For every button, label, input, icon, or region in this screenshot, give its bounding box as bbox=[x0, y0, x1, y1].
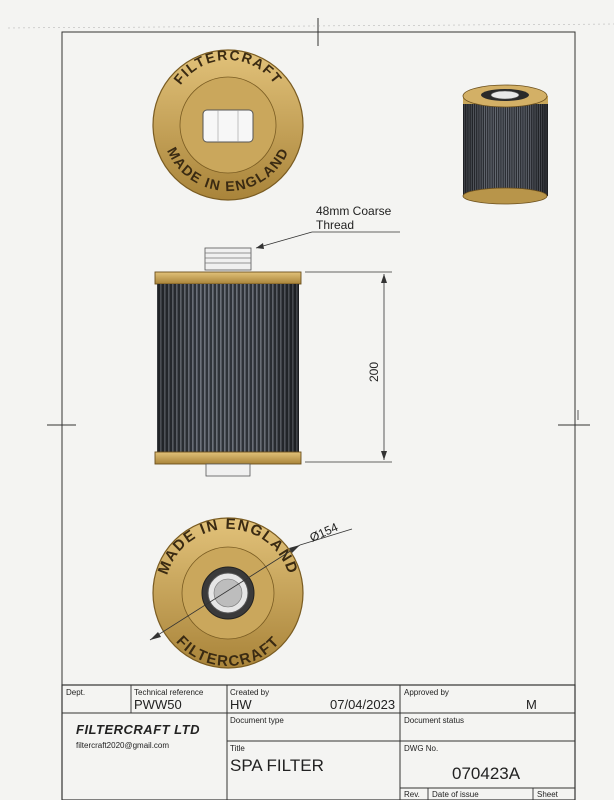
title-block-grid bbox=[61, 684, 576, 800]
company-name: FILTERCRAFT LTD bbox=[76, 722, 200, 737]
sheet-label: Sheet bbox=[537, 790, 558, 799]
tech-ref-label: Technical reference bbox=[134, 688, 204, 697]
title-value: SPA FILTER bbox=[230, 756, 324, 775]
created-date: 07/04/2023 bbox=[330, 697, 396, 712]
diameter-dimension-label: Ø154 bbox=[308, 520, 341, 545]
height-dimension-label: 200 bbox=[367, 362, 381, 382]
title-label: Title bbox=[230, 744, 245, 753]
drawing-frame bbox=[7, 18, 614, 800]
rev-label: Rev. bbox=[404, 790, 420, 799]
thread-note-line1: 48mm Coarse bbox=[316, 204, 392, 218]
dwg-no-label: DWG No. bbox=[404, 744, 439, 753]
doc-status-label: Document status bbox=[404, 716, 465, 725]
top-cap-view bbox=[152, 49, 304, 201]
height-dimension bbox=[305, 271, 392, 463]
date-of-issue-label: Date of issue bbox=[432, 790, 479, 799]
diameter-dimension bbox=[149, 528, 353, 641]
doc-type-label: Document type bbox=[230, 716, 284, 725]
thread-leader bbox=[255, 231, 400, 249]
dwg-no-value: 070423A bbox=[452, 764, 521, 783]
bottom-cap-view bbox=[152, 517, 304, 669]
approved-by-label: Approved by bbox=[404, 688, 449, 697]
dept-label: Dept. bbox=[66, 688, 86, 697]
isometric-view bbox=[462, 84, 548, 205]
approved-by-value: M bbox=[526, 697, 537, 712]
thread-note-line2: Thread bbox=[316, 218, 354, 232]
company-email: filtercraft2020@gmail.com bbox=[76, 741, 170, 750]
side-elevation-view bbox=[154, 247, 302, 477]
created-by-label: Created by bbox=[230, 688, 270, 697]
created-by-value: HW bbox=[230, 697, 252, 712]
tech-ref-value: PWW50 bbox=[134, 697, 182, 712]
